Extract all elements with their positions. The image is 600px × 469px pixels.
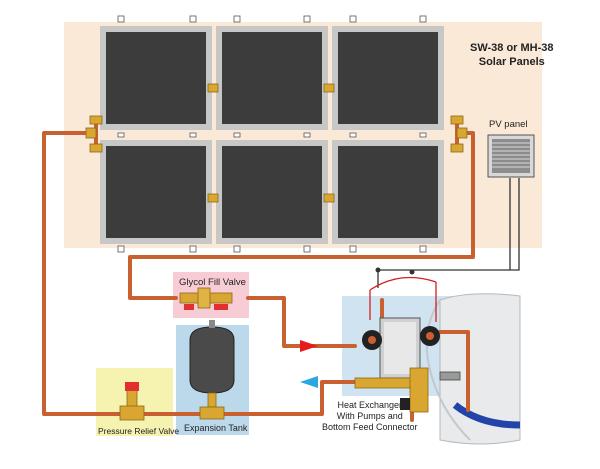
panels-title-line2: Solar Panels — [478, 56, 545, 68]
storage-tank — [425, 293, 521, 445]
heat-exchanger-label-line1: Heat Exchanger — [337, 400, 403, 410]
blue-hose — [452, 402, 521, 429]
heat-exchanger-label-line3: Bottom Feed Connector — [322, 422, 418, 432]
pv-wiring — [369, 178, 520, 322]
solar-panel — [332, 140, 444, 244]
pressure-relief-valve-label: Pressure Relief Valve — [98, 426, 180, 436]
pressure-relief-valve — [119, 382, 145, 421]
pv-panel-label: PV panel — [489, 119, 528, 130]
expansion-tank — [189, 320, 235, 420]
panels-title-line1: SW-38 or MH-38 — [470, 42, 554, 54]
solar-panel — [100, 140, 212, 244]
solar-panel — [216, 140, 328, 244]
glycol-fill-valve — [179, 287, 233, 310]
panels-title: SW-38 or MH-38 Solar Panels — [470, 41, 554, 69]
cold-flow-arrow — [300, 376, 318, 388]
solar-panel — [216, 26, 328, 130]
solar-panel-array — [100, 15, 444, 253]
hot-flow-arrow — [300, 340, 318, 352]
expansion-tank-label: Expansion Tank — [184, 423, 248, 433]
solar-panel — [100, 26, 212, 130]
heat-exchanger-label: Heat Exchanger With Pumps and Bottom Fee… — [322, 400, 418, 433]
brass-fittings — [85, 83, 468, 203]
pv-panel — [487, 134, 535, 178]
glycol-fill-valve-label: Glycol Fill Valve — [179, 277, 246, 288]
heat-exchanger — [354, 317, 461, 413]
solar-panel — [332, 26, 444, 130]
junction-dot — [375, 267, 381, 273]
heat-exchanger-label-line2: With Pumps and — [336, 411, 403, 421]
junction-dot — [409, 269, 415, 275]
